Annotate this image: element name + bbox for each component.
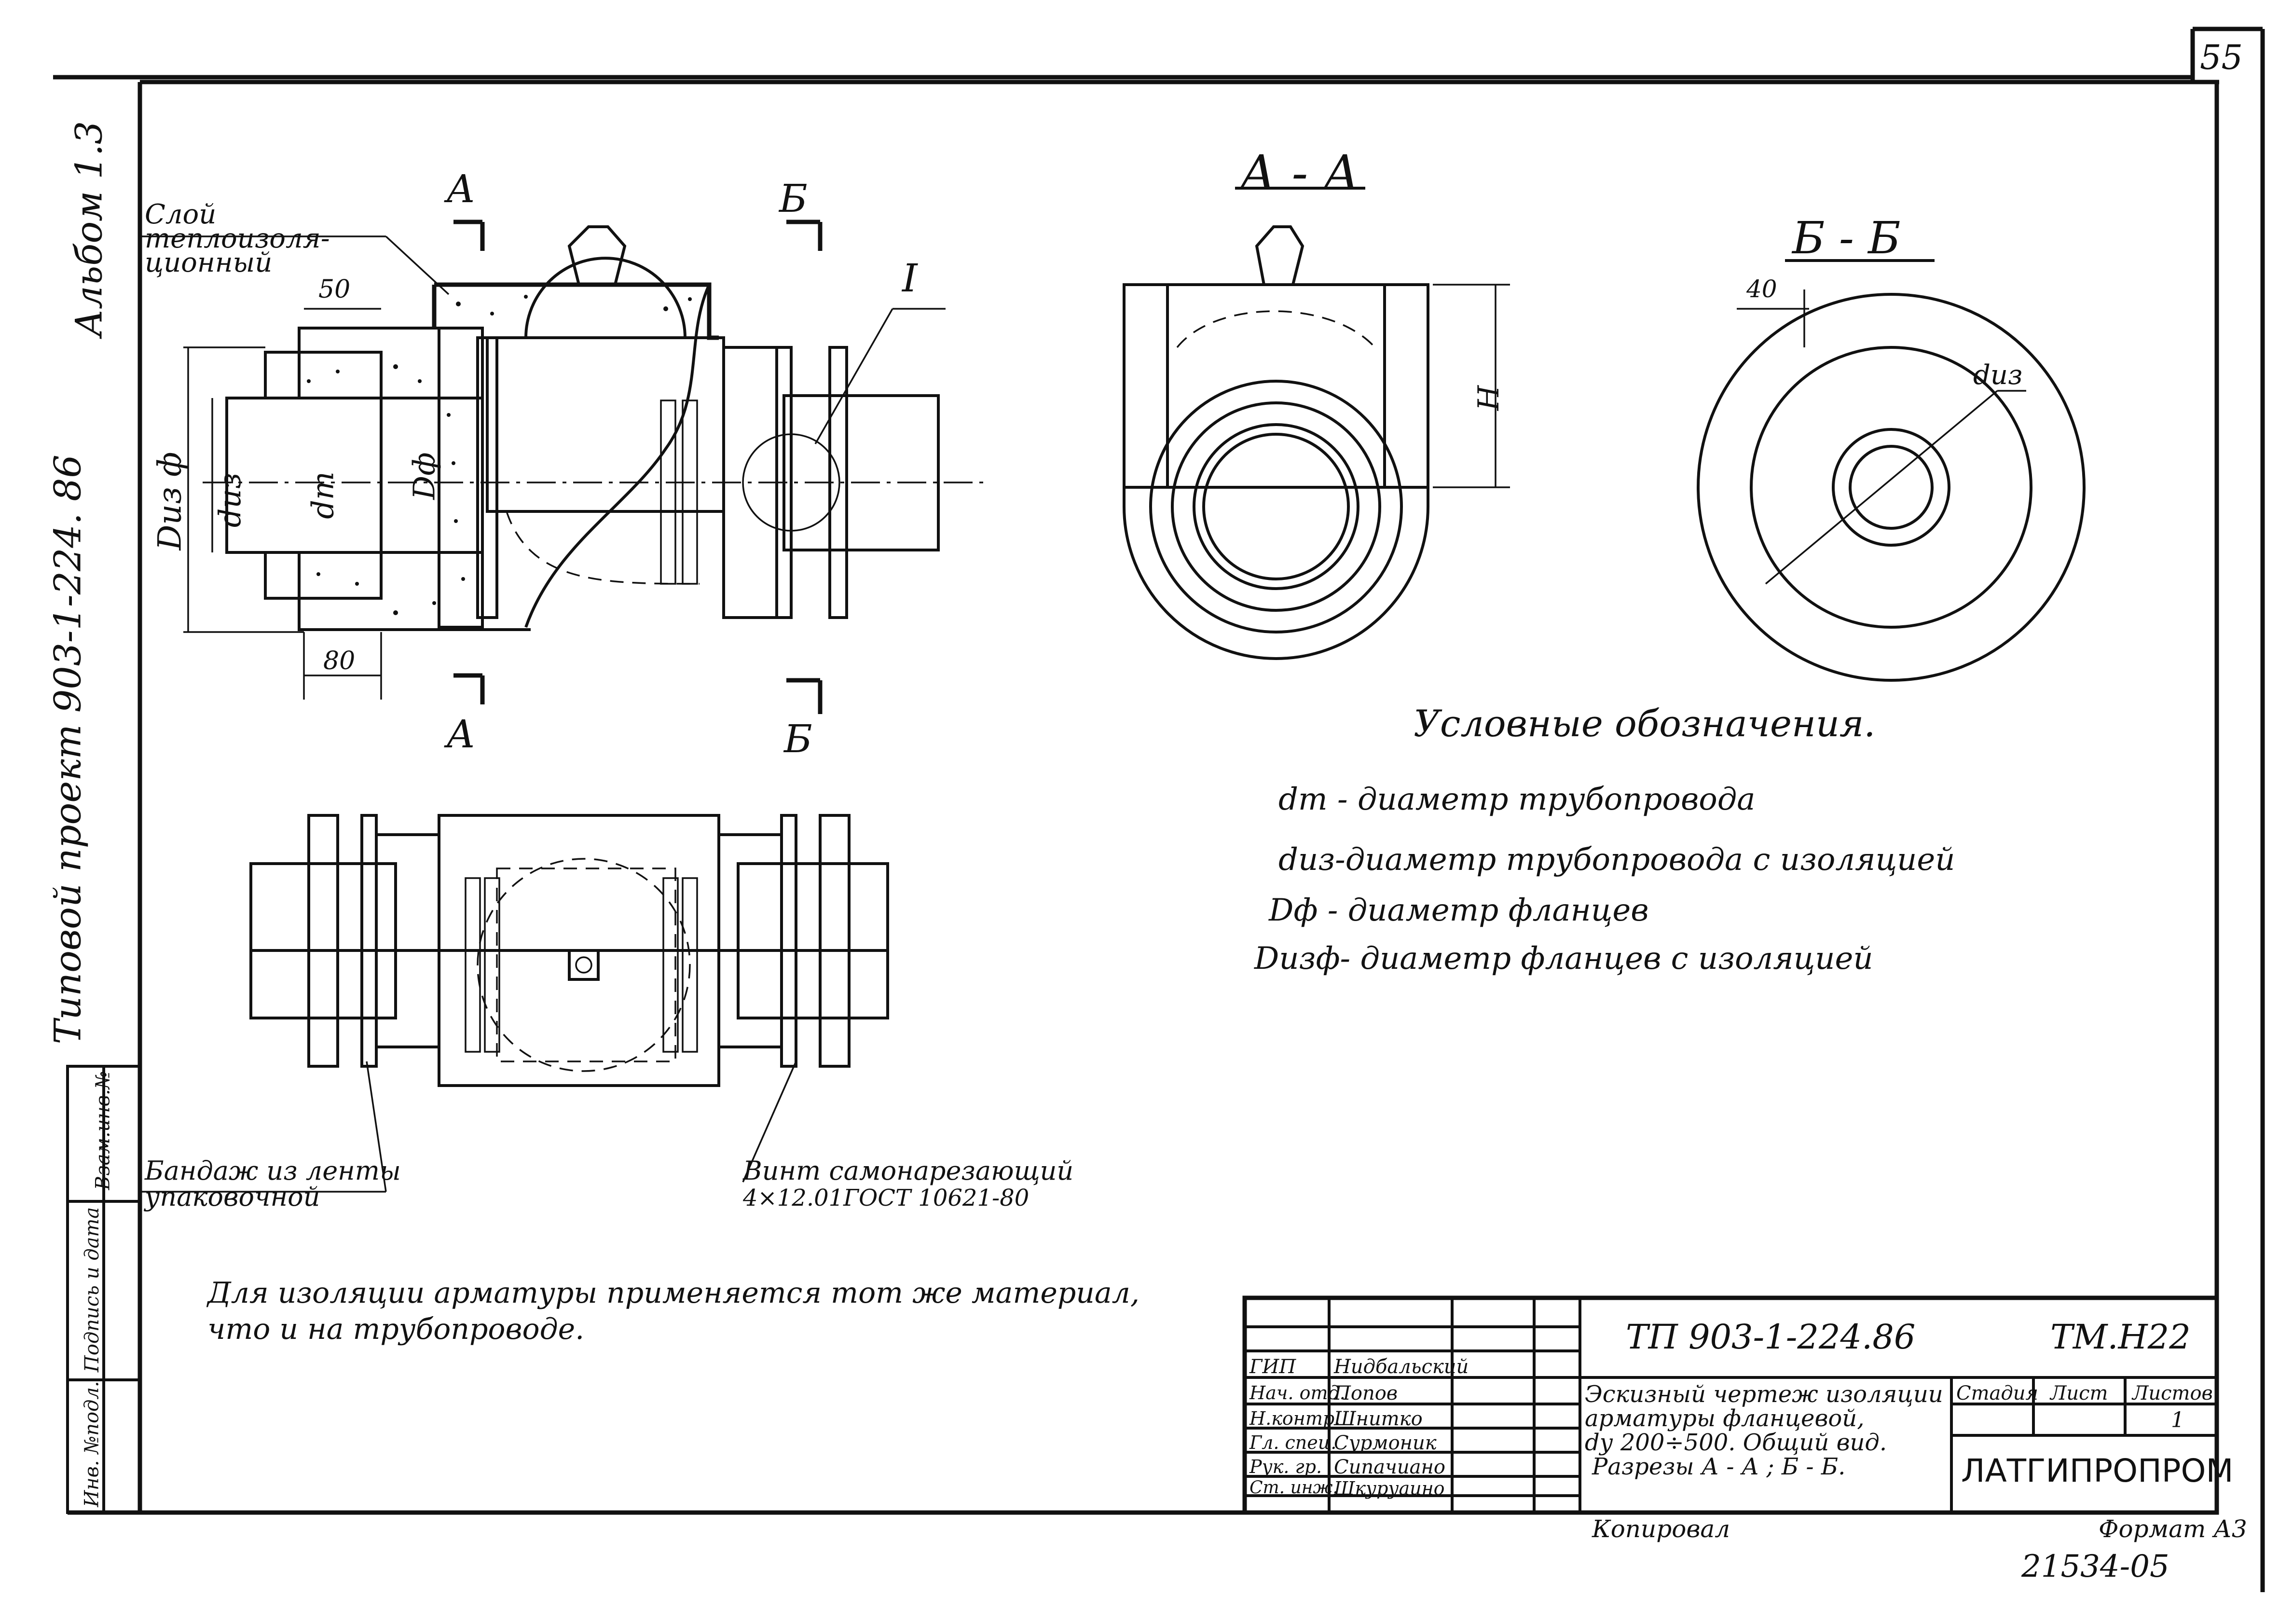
dim-50: 50 xyxy=(318,275,351,304)
project-label: Типовой проект 903-1-224. 86 xyxy=(46,454,89,1045)
valve-plan-view xyxy=(140,814,889,1193)
dim-diz: dиз xyxy=(212,472,248,528)
tb-role: Ст. инж. xyxy=(1249,1478,1338,1498)
tb-name: Сурмоник xyxy=(1334,1432,1437,1454)
sheet-format: Формат А3 xyxy=(2099,1515,2247,1543)
dim-40: 40 xyxy=(1746,275,1777,303)
dim-Df: Dф xyxy=(406,452,442,500)
tb-name: Шнитко xyxy=(1334,1408,1423,1430)
section-a-a xyxy=(1123,187,1510,660)
tb-role: Гл. спец. xyxy=(1249,1432,1337,1453)
cut-a-top: А xyxy=(446,166,476,211)
inventory-number: 21534-05 xyxy=(2021,1549,2169,1584)
section-aa-title: А - А xyxy=(1240,145,1360,201)
page-number: 55 xyxy=(2200,38,2243,77)
tb-name: Шкуруаино xyxy=(1334,1478,1445,1499)
legend-title: Условные обозначения. xyxy=(1414,702,1876,745)
legend-item: Dф - диаметр фланцев xyxy=(1269,893,1649,928)
tb-name: Сипачиано xyxy=(1334,1456,1445,1478)
dim-diz-f: Dиз ф xyxy=(151,452,189,551)
dim-diz-bb: dиз xyxy=(1973,359,2023,391)
tb-description: Эскизный чертеж изоляции xyxy=(1585,1381,1943,1408)
dim-H: H xyxy=(1472,385,1506,411)
tb-stage-label: Стадия xyxy=(1956,1382,2038,1404)
tb-sheet-label: Лист xyxy=(2050,1382,2108,1404)
copied-by: Копировал xyxy=(1592,1515,1730,1543)
cut-a-bottom: А xyxy=(446,712,476,757)
section-bb-title: Б - Б xyxy=(1792,212,1901,264)
tb-organization: ЛАТГИПРОПРОМ xyxy=(1961,1452,2234,1489)
stamp-replace-inv: Взам.инв.№ xyxy=(92,1071,114,1190)
tb-name: Нидбальский xyxy=(1334,1356,1469,1378)
tb-role: Н.контр. xyxy=(1249,1408,1341,1429)
tb-description: арматуры фланцевой, xyxy=(1585,1405,1865,1432)
side-stamp xyxy=(66,1065,141,1514)
note-line-2: что и на трубопроводе. xyxy=(207,1312,585,1346)
title-block xyxy=(1242,1295,2219,1515)
note-line-1: Для изоляции арматуры применяется тот же… xyxy=(207,1276,1140,1310)
stamp-sign-date: Подпись и дата xyxy=(81,1207,104,1373)
tb-sheets-label: Листов xyxy=(2132,1382,2213,1404)
dim-80: 80 xyxy=(323,647,356,675)
dim-dt: dт xyxy=(305,471,341,519)
legend-item: dиз-диаметр трубопровода с изоляцией xyxy=(1278,842,1955,878)
album-label: Альбом 1.3 xyxy=(67,121,110,337)
tb-description: Разрезы А - А ; Б - Б. xyxy=(1592,1453,1846,1480)
stamp-inv-no: Инв. №подл. xyxy=(81,1381,103,1507)
insulation-layer-callout: Слой теплоизоля-ционный xyxy=(145,199,330,278)
sheet-frame xyxy=(53,27,2265,1592)
tb-description: dу 200÷500. Общий вид. xyxy=(1585,1429,1887,1456)
screw-callout-1: Винт самонарезающий xyxy=(743,1156,1074,1186)
tb-role: ГИП xyxy=(1249,1356,1296,1378)
bandage-callout: Бандаж из ленты упаковочной xyxy=(145,1156,401,1212)
cut-b-bottom: Б xyxy=(784,716,812,761)
legend-item: dт - диаметр трубопровода xyxy=(1278,782,1756,817)
sheet-code: ТП 903-1-224.86 xyxy=(1626,1317,1916,1357)
tb-sheets-value: 1 xyxy=(2171,1408,2184,1432)
sheet-mark: ТМ.Н22 xyxy=(2050,1317,2191,1357)
legend-item: Dизф- диаметр фланцев с изоляцией xyxy=(1254,941,1873,977)
section-b-b xyxy=(1697,259,2086,682)
insulation-hatching xyxy=(307,295,692,615)
detail-marker: I xyxy=(902,256,918,301)
cut-b-top: Б xyxy=(779,176,808,221)
tb-role: Рук. гр. xyxy=(1249,1456,1322,1477)
tb-name: Попов xyxy=(1334,1382,1398,1404)
screw-callout-2: 4×12.01ГОСТ 10621-80 xyxy=(743,1184,1030,1211)
tb-role: Нач. отд. xyxy=(1249,1382,1345,1404)
valve-front-section xyxy=(140,220,989,714)
